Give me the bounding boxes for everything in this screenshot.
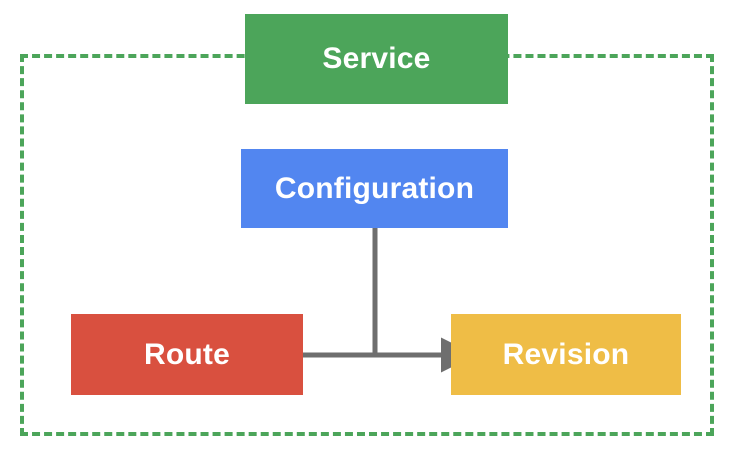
node-route-label: Route: [144, 337, 230, 371]
node-revision-label: Revision: [502, 337, 630, 371]
node-route[interactable]: Route: [71, 314, 303, 395]
node-configuration-label: Configuration: [274, 171, 475, 205]
node-revision[interactable]: Revision: [451, 314, 681, 395]
node-service[interactable]: Service: [245, 14, 508, 104]
node-service-label: Service: [322, 42, 431, 75]
node-configuration[interactable]: Configuration: [241, 149, 508, 228]
